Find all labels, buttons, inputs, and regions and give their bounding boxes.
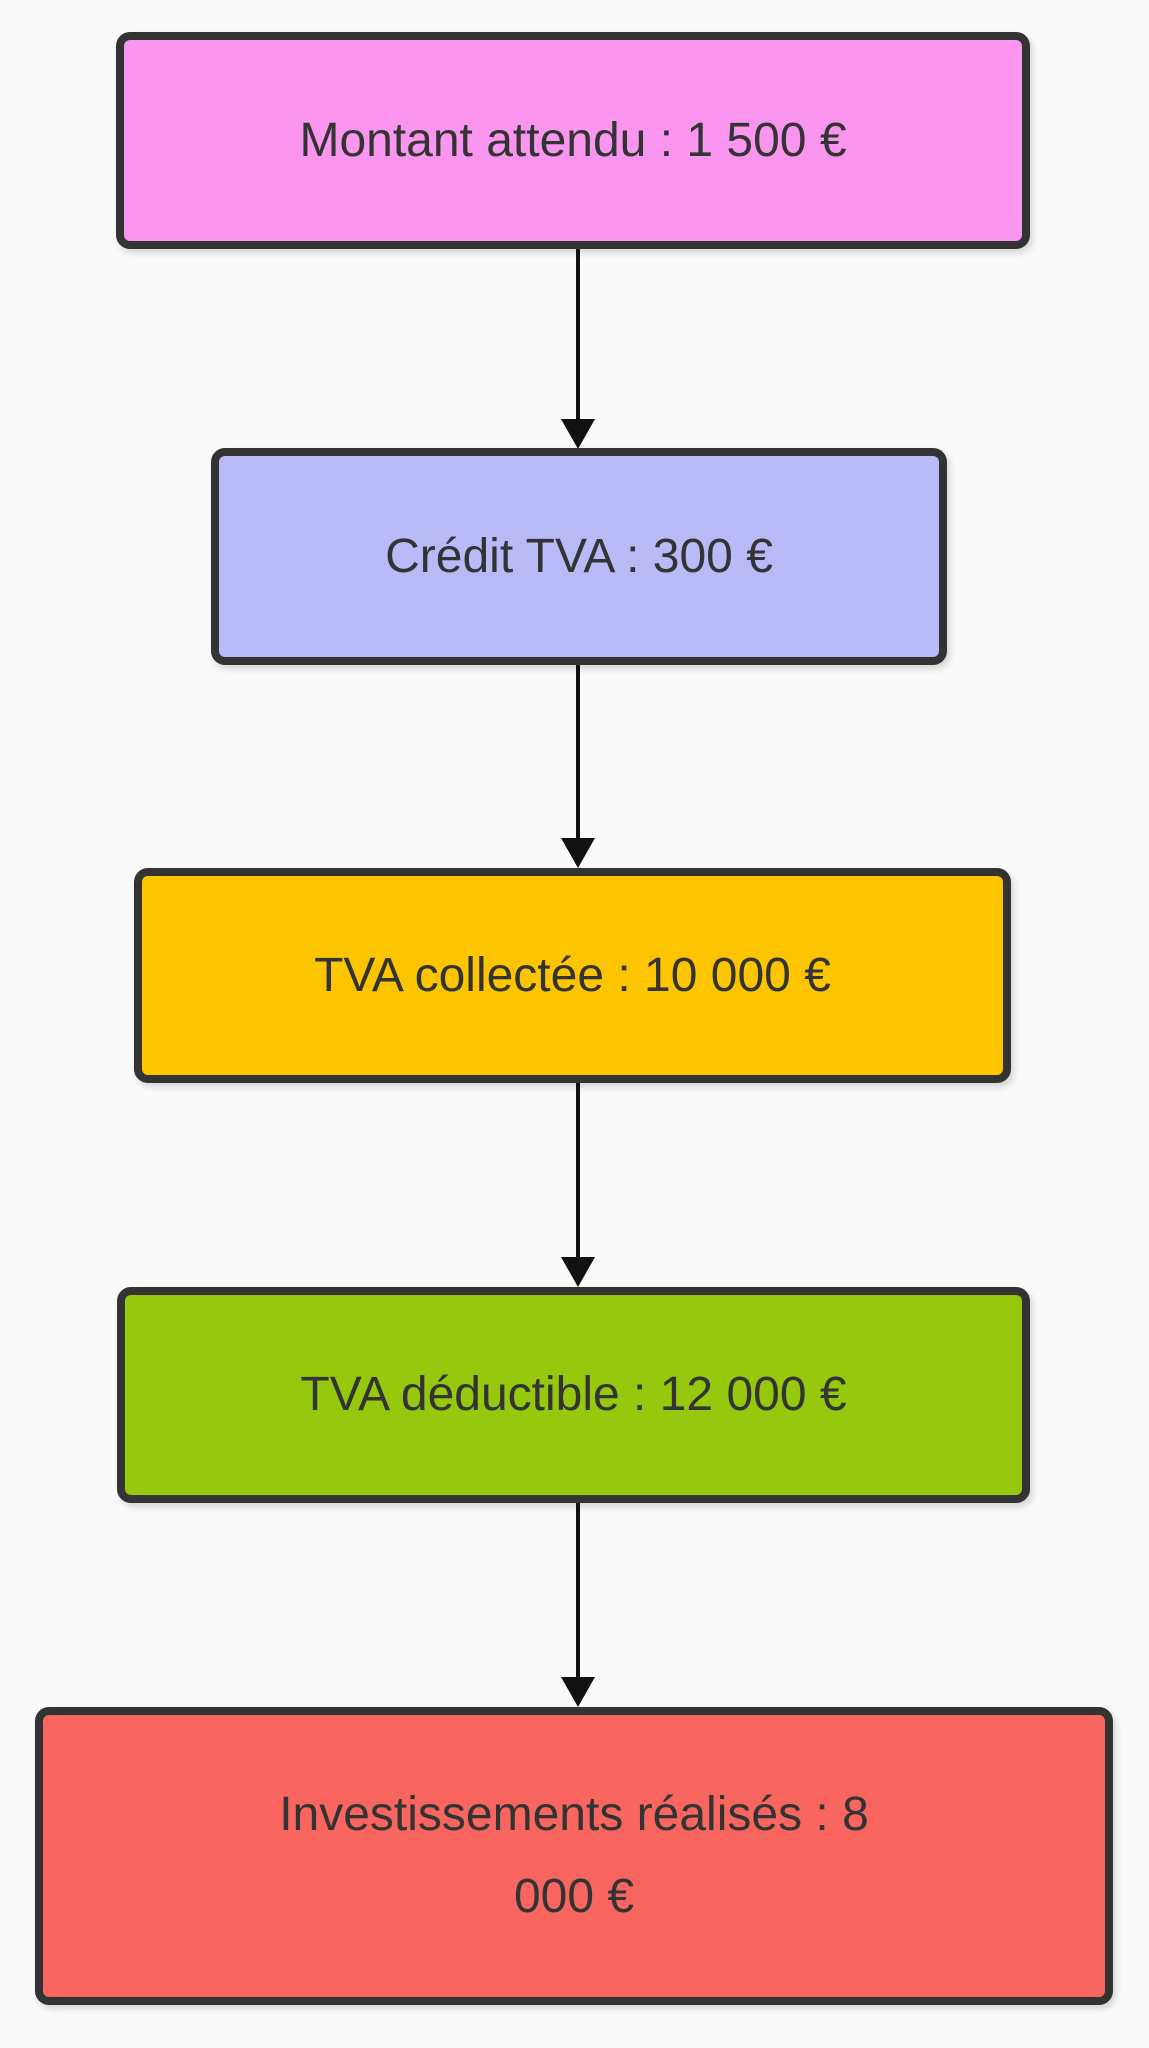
node-label: Investissements réalisés : 8 (279, 1788, 869, 1842)
arrowhead-down-icon (561, 1677, 595, 1707)
node-label: 000 € (513, 1870, 635, 1923)
node-label: Montant attendu : 1 500 € (299, 113, 847, 167)
node-tva-deductible: TVA déductible : 12 000 € (117, 1287, 1030, 1503)
node-label: TVA déductible : 12 000 € (300, 1368, 847, 1422)
arrowhead-down-icon (561, 838, 595, 868)
node-label: TVA collectée : 10 000 € (314, 948, 831, 1002)
node-label: Crédit TVA : 300 € (385, 529, 773, 583)
edge-line (576, 1083, 580, 1259)
edge-line (576, 1503, 580, 1679)
node-montant-attendu: Montant attendu : 1 500 € (116, 32, 1030, 249)
node-tva-collectee: TVA collectée : 10 000 € (134, 868, 1011, 1083)
edge-line (576, 665, 580, 840)
edge-line (576, 249, 580, 421)
arrowhead-down-icon (561, 419, 595, 449)
arrowhead-down-icon (561, 1257, 595, 1287)
node-investissements-realises: Investissements réalisés : 8 000 € (35, 1707, 1113, 2005)
node-credit-tva: Crédit TVA : 300 € (211, 448, 947, 665)
